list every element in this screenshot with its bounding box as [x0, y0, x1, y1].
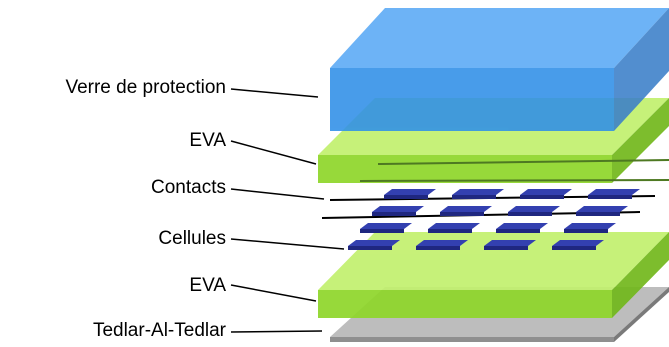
- contact-wire-through-eva: [359, 179, 669, 182]
- solar-cell-edge: [360, 229, 404, 233]
- label-eva-top: EVA: [189, 130, 226, 151]
- solar-cell: [520, 189, 572, 195]
- label-contacts: Contacts: [151, 177, 226, 198]
- label-contacts-group: Contacts: [151, 177, 325, 200]
- solar-cell-edge: [576, 212, 620, 216]
- solar-cell-edge: [452, 195, 496, 199]
- leader-line-eva-bottom: [230, 284, 317, 302]
- leader-line-glass: [230, 88, 319, 98]
- leader-line-contacts: [230, 188, 325, 200]
- eva-bottom-front-face: [318, 290, 612, 318]
- label-cells-group: Cellules: [158, 228, 345, 250]
- label-eva-bottom: EVA: [189, 275, 226, 296]
- label-cells: Cellules: [158, 228, 226, 249]
- solar-cell: [576, 206, 628, 212]
- leader-line-backsheet: [230, 330, 323, 333]
- solar-cell: [416, 240, 468, 246]
- backsheet-front-face: [330, 337, 614, 342]
- solar-cell: [428, 223, 480, 229]
- contact-wire-through-eva: [377, 159, 669, 165]
- solar-cell-edge: [564, 229, 608, 233]
- leader-line-cells: [230, 238, 345, 250]
- label-eva-top-group: EVA: [189, 130, 317, 165]
- label-glass: Verre de protection: [65, 77, 226, 98]
- solar-cell: [372, 206, 424, 212]
- glass-layer: [330, 8, 669, 131]
- solar-cell-edge: [496, 229, 540, 233]
- solar-cell: [508, 206, 560, 212]
- solar-cell: [452, 189, 504, 195]
- solar-cell-edge: [508, 212, 552, 216]
- label-eva-bottom-group: EVA: [189, 275, 317, 302]
- solar-cell-edge: [552, 246, 596, 250]
- eva-bottom-side-face: [612, 232, 669, 318]
- cells-grid: [348, 189, 640, 250]
- solar-cell: [440, 206, 492, 212]
- eva-top-side-face: [612, 98, 669, 183]
- solar-cell: [496, 223, 548, 229]
- label-backsheet: Tedlar-Al-Tedlar: [93, 320, 227, 341]
- solar-cell-edge: [348, 246, 392, 250]
- solar-cell-edge: [588, 195, 632, 199]
- solar-cell-edge: [372, 212, 416, 216]
- solar-cell: [484, 240, 536, 246]
- solar-cell: [588, 189, 640, 195]
- solar-cell-edge: [416, 246, 460, 250]
- solar-cell: [564, 223, 616, 229]
- solar-cell-edge: [520, 195, 564, 199]
- solar-cell-edge: [428, 229, 472, 233]
- solar-cell: [360, 223, 412, 229]
- label-backsheet-group: Tedlar-Al-Tedlar: [93, 320, 323, 341]
- solar-cell: [384, 189, 436, 195]
- solar-cell-edge: [384, 195, 428, 199]
- solar-cell: [552, 240, 604, 246]
- eva-top-front-face: [318, 155, 612, 183]
- solar-cell-edge: [484, 246, 528, 250]
- solar-cell-edge: [440, 212, 484, 216]
- glass-side-face: [614, 8, 669, 131]
- glass-front-face: [330, 68, 614, 131]
- glass-top-face: [330, 8, 669, 68]
- solar-cell: [348, 240, 400, 246]
- backsheet-side-face: [614, 287, 669, 342]
- label-glass-group: Verre de protection: [65, 77, 319, 98]
- leader-line-eva-top: [230, 140, 317, 165]
